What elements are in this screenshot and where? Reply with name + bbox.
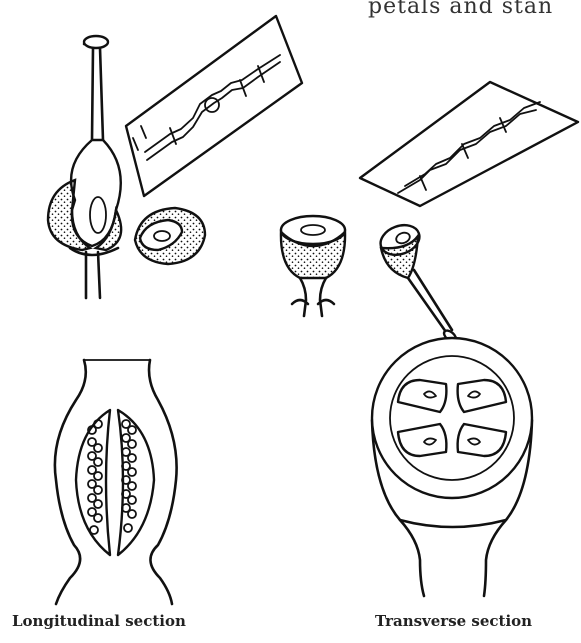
transverse-section-icon — [372, 338, 532, 596]
cut-off-header-text: petals and stan — [368, 0, 553, 19]
razor-blade-left-icon — [126, 16, 302, 196]
caption-transverse: Transverse section — [375, 612, 532, 630]
ovary-on-stalk-center-icon — [281, 216, 345, 316]
ovary-cut-piece-icon — [135, 208, 205, 264]
razor-blade-right-icon — [360, 82, 578, 206]
caption-longitudinal: Longitudinal section — [12, 612, 186, 630]
flower-pistil-left-icon — [48, 36, 121, 298]
ovary-on-stalk-tilted-icon — [376, 220, 458, 344]
longitudinal-section-icon — [55, 360, 177, 604]
